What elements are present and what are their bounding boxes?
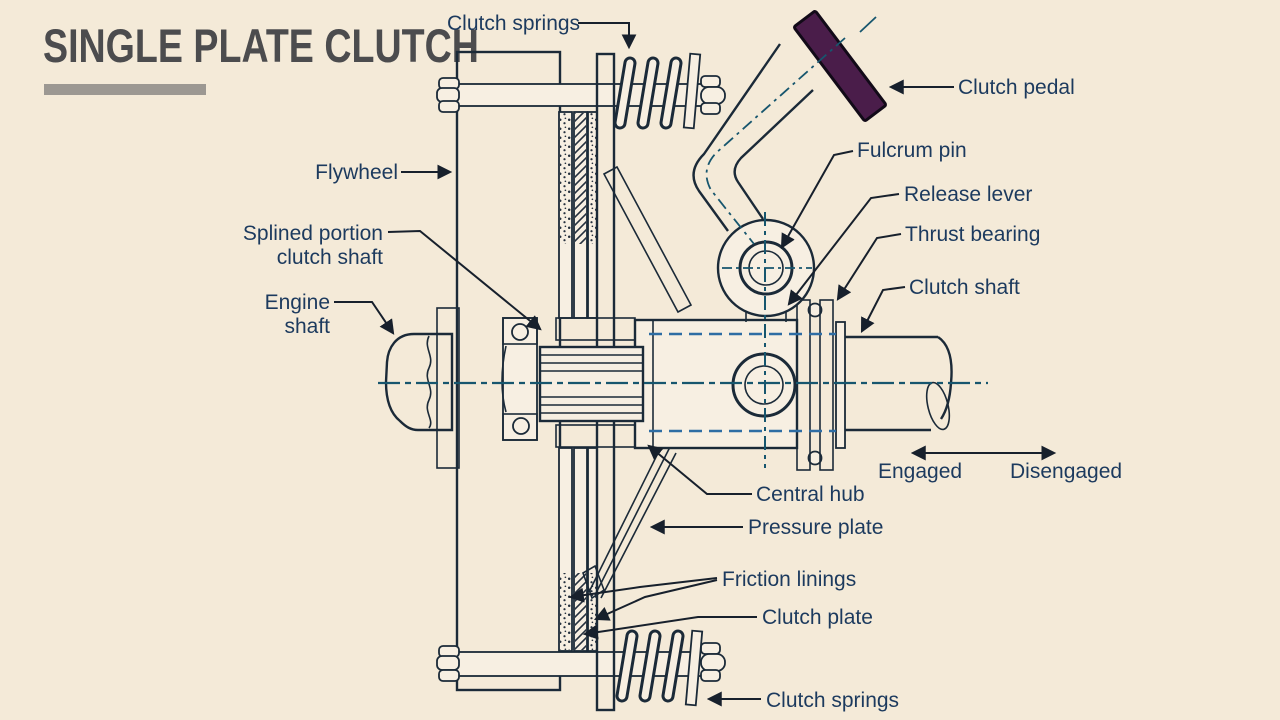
label-clutch-shaft: Clutch shaft (909, 276, 1020, 299)
friction-linings-top (558, 111, 598, 319)
leader-clutch-shaft (860, 286, 906, 334)
leader-release-lever (787, 193, 900, 306)
label-clutch-springs-top: Clutch springs (447, 12, 580, 35)
leader-fulcrum-pin (780, 150, 854, 249)
label-clutch-springs-bottom: Clutch springs (766, 689, 899, 712)
label-splined-portion-line1: Splined portion (243, 222, 383, 245)
title-underline (44, 84, 206, 95)
label-pressure-plate: Pressure plate (748, 516, 883, 539)
label-central-hub: Central hub (756, 483, 865, 506)
label-flywheel: Flywheel (315, 161, 398, 184)
part-labels: Clutch springs Clutch pedal Fulcrum pin … (243, 12, 1122, 712)
label-splined-portion-line2: clutch shaft (277, 246, 383, 269)
leader-clutch-springs-top (578, 22, 637, 50)
hub-flanges (555, 317, 636, 448)
leader-clutch-plate (582, 616, 757, 640)
pressure-plate-strut-top (602, 165, 693, 314)
top-stud-bolt (436, 75, 726, 115)
leader-lines (334, 22, 1057, 707)
leader-central-hub (647, 444, 752, 495)
leader-friction-lining-2 (593, 579, 718, 621)
label-clutch-pedal: Clutch pedal (958, 76, 1075, 99)
clutch-shaft-body (845, 335, 953, 432)
label-engine-shaft-line1: Engine (265, 291, 330, 314)
pilot-bearing (501, 317, 538, 441)
thrust-bearing (796, 299, 846, 471)
label-disengaged: Disengaged (1010, 460, 1122, 483)
label-friction-linings: Friction linings (722, 568, 856, 591)
clutch-spring-top (613, 52, 702, 130)
label-thrust-bearing: Thrust bearing (905, 223, 1040, 246)
leader-splined-portion (387, 229, 542, 331)
leader-thrust-bearing (836, 233, 902, 301)
engine-shaft (384, 307, 460, 469)
leader-friction-lining-1 (568, 577, 718, 603)
clutch-spring-bottom (615, 629, 704, 707)
label-engaged: Engaged (878, 460, 962, 483)
label-clutch-plate: Clutch plate (762, 606, 873, 629)
label-release-lever: Release lever (904, 183, 1032, 206)
leader-engine-shaft (334, 301, 395, 335)
pressure-plate-strut-bottom (582, 440, 677, 600)
centerlines (378, 37, 988, 468)
friction-linings-bottom (558, 447, 598, 652)
label-fulcrum-pin: Fulcrum pin (857, 139, 967, 162)
label-engine-shaft-line2: shaft (284, 315, 330, 338)
page-title: SINGLE PLATE CLUTCH (43, 19, 479, 72)
hidden-lines (649, 332, 836, 433)
clutch-pedal (793, 10, 887, 122)
